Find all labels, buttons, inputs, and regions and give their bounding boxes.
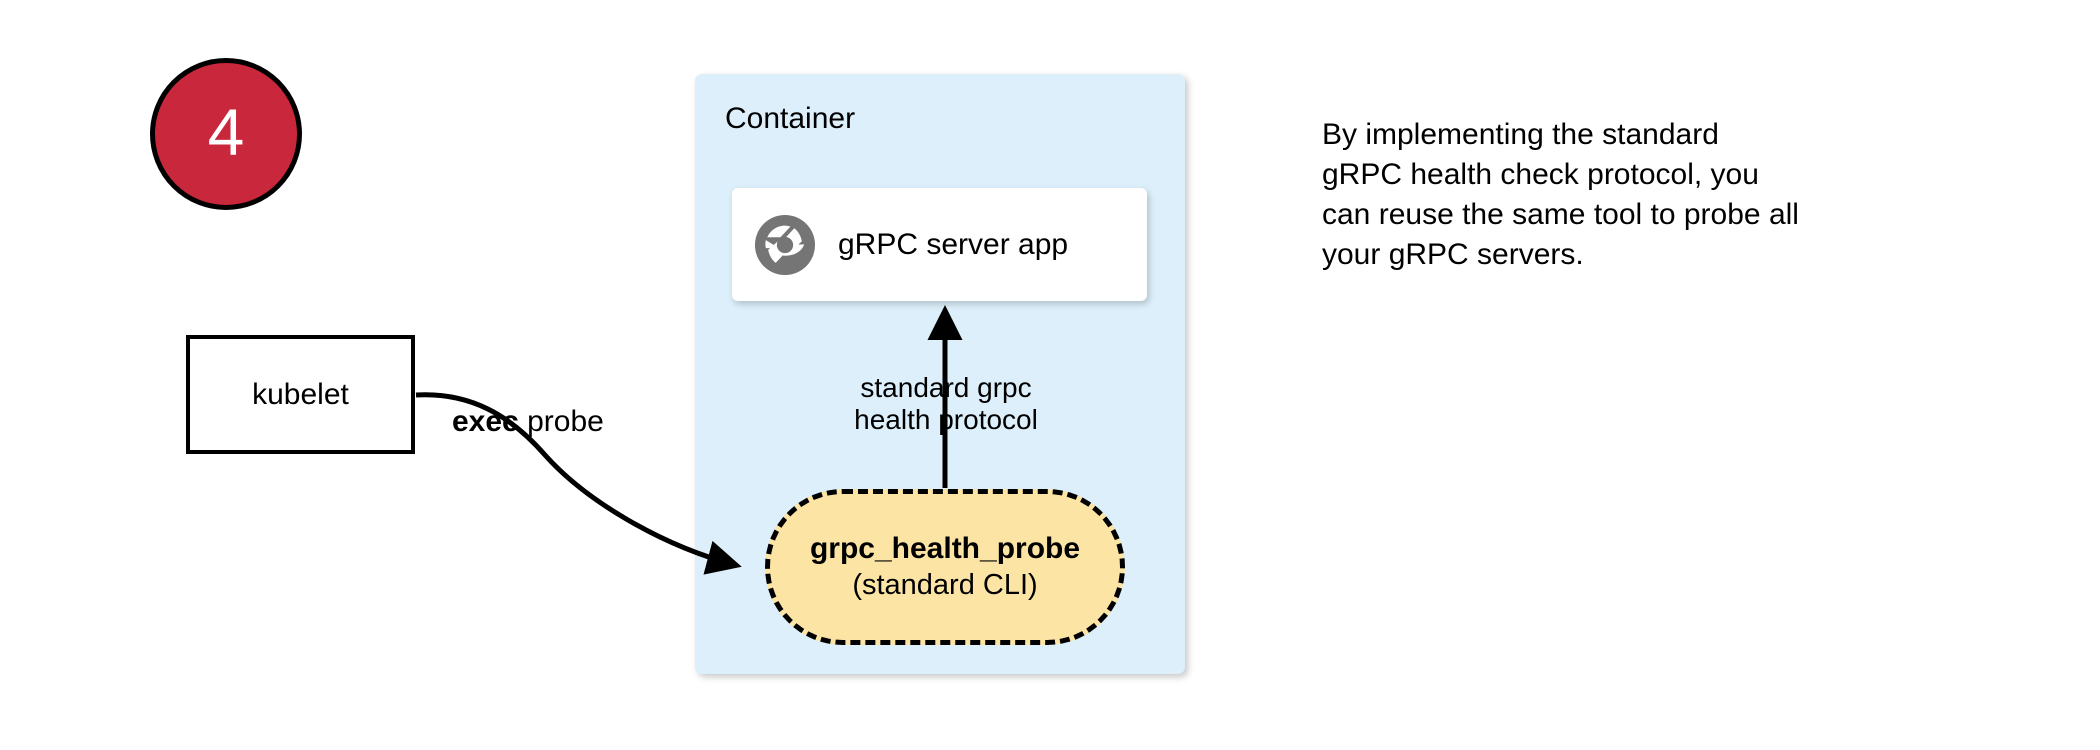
protocol-line-1: standard grpc [860,372,1032,403]
note-line-1: By implementing the standard [1322,118,1719,151]
exec-probe-edge-label: exec probe [452,405,604,439]
grpc-health-probe-subtitle: (standard CLI) [852,568,1038,601]
note-line-4: your gRPC servers. [1322,237,1584,271]
aperture-icon [754,214,816,275]
container-title: Container [725,102,856,135]
kubelet-label: kubelet [252,377,349,411]
protocol-line-2: health protocol [854,404,1038,436]
grpc-server-app-label: gRPC server app [838,227,1069,261]
grpc-health-probe-node: grpc_health_probe (standard CLI) [765,489,1125,645]
grpc-health-probe-title: grpc_health_probe [809,532,1081,566]
exec-probe-bold-word: exec [452,405,519,438]
step-number-badge: 4 [150,58,302,210]
step-number-label: 4 [207,95,245,169]
exec-probe-rest-word: probe [518,405,604,438]
note-line-2: gRPC health check protocol, you [1322,157,1759,191]
grpc-server-app-node: gRPC server app [732,188,1147,301]
note-line-3: can reuse the same tool to probe all [1322,197,1799,231]
protocol-edge-label: standard grpc health protocol [835,372,1057,437]
explanatory-note: By implementing the standard gRPC health… [1322,115,1902,275]
kubelet-node: kubelet [186,335,415,454]
